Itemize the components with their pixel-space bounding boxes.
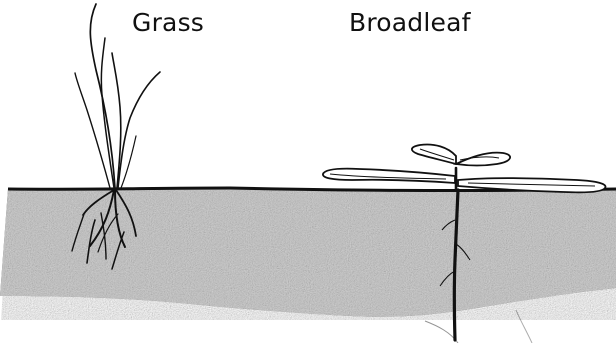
broadleaf-label: Broadleaf <box>349 8 471 37</box>
grass-label: Grass <box>132 8 204 37</box>
soil-texture-icon <box>0 185 616 343</box>
